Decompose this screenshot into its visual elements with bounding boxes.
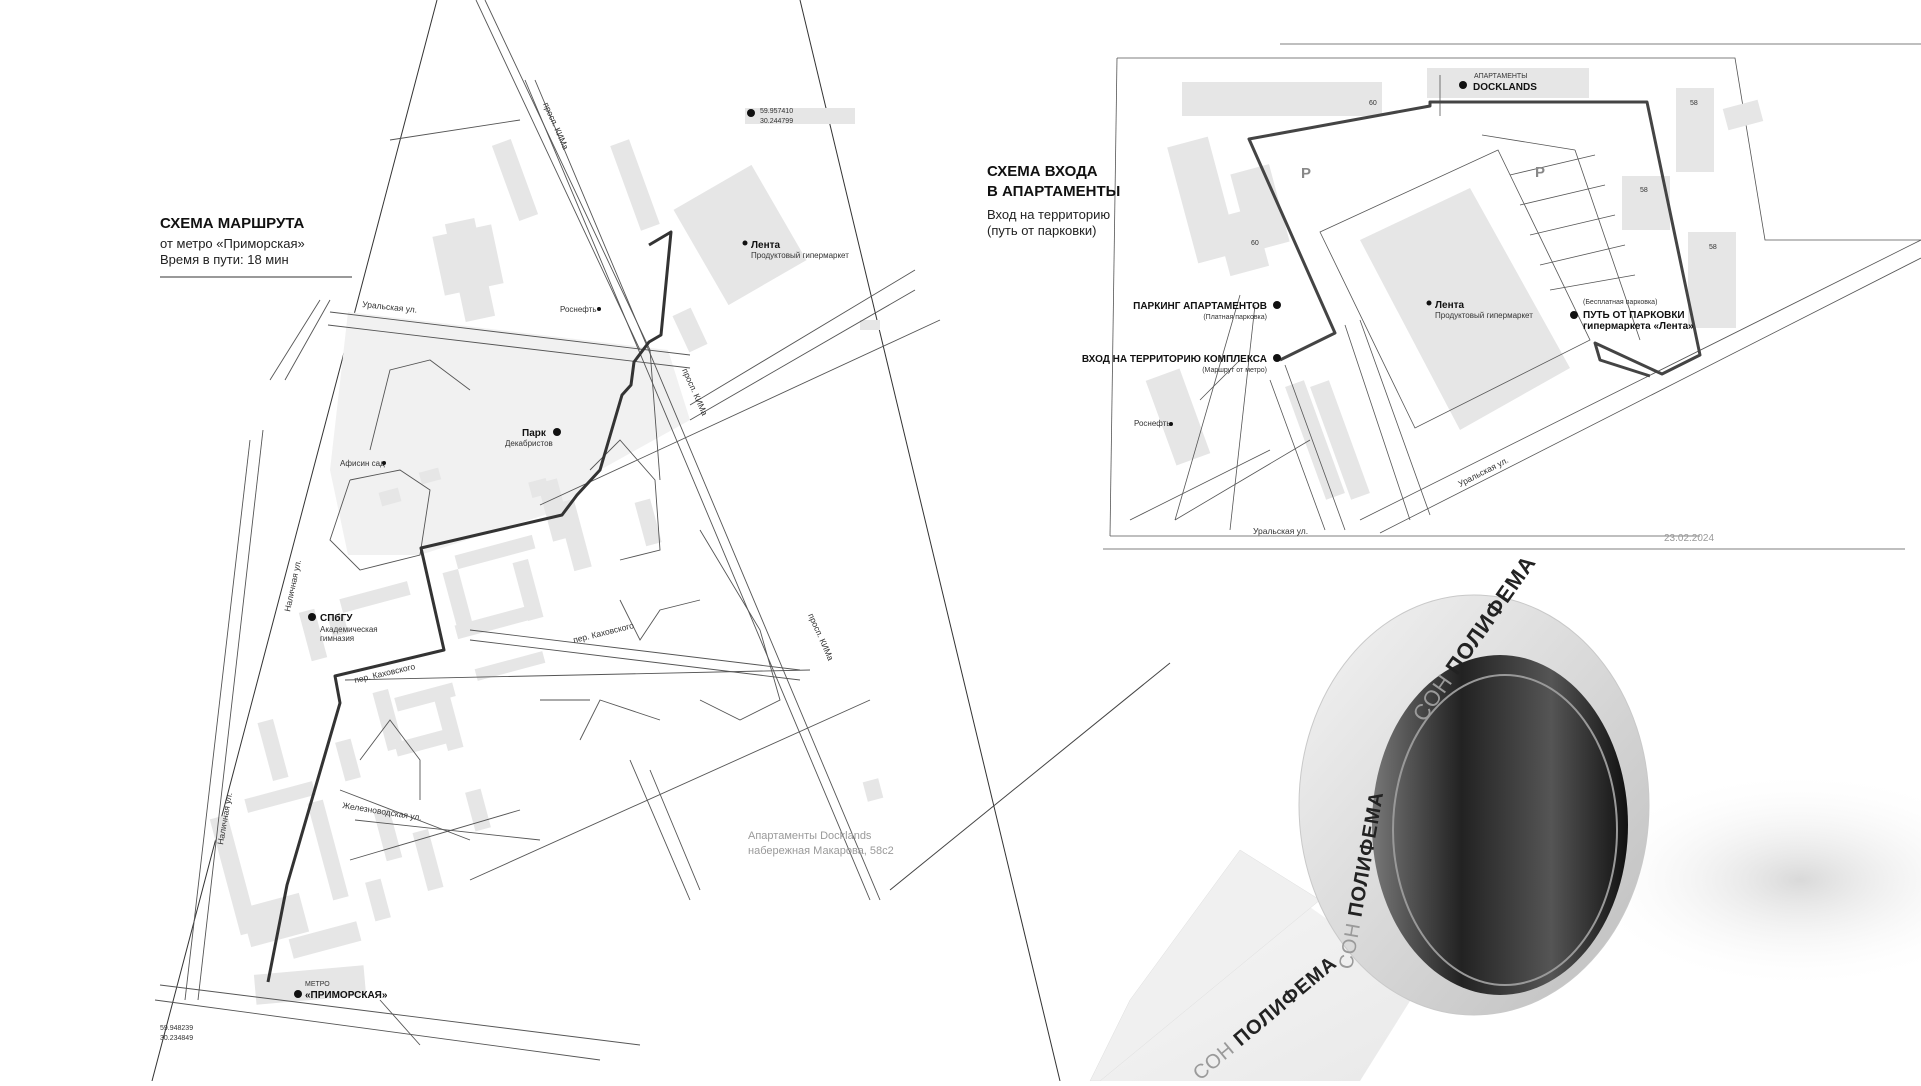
coords-top-marker [747,109,755,117]
coords-bottom-lon: 30.234849 [160,1035,193,1042]
map-date: 23.02.2024 [1664,533,1714,544]
right-buildings [1145,68,1764,500]
left-streets [154,0,941,1061]
path-title-1: ПУТЬ ОТ ПАРКОВКИ [1583,310,1685,321]
left-map-title: СХЕМА МАРШРУТА [160,215,305,232]
spbgu-desc-2: гимназия [320,634,354,643]
park-desc: Декабристов [505,439,553,448]
entrance-desc: (Маршрут от метро) [1202,367,1267,374]
spbgu-desc-1: Академическая [320,625,378,634]
left-sheet-edge-left [151,0,438,1082]
lenta-right-desc: Продуктовый гипермаркет [1435,311,1533,320]
parking-path-line [1247,100,1702,378]
park-marker [553,428,561,436]
left-map: СХЕМА МАРШРУТА от метро «Приморская» Вре… [150,0,1061,1082]
parking-apartments-marker [1273,301,1281,309]
street-uralskaya-diag: Уральская ул. [1456,455,1510,489]
metro-label: МЕТРО [305,981,330,988]
parking-sign-2: P [1535,164,1545,181]
left-sheet-edge-right [799,0,1061,1082]
metro-name: «ПРИМОРСКАЯ» [305,990,388,1001]
metro-marker [294,990,302,998]
right-map: СХЕМА ВХОДА В АПАРТАМЕНТЫ Вход на террит… [987,43,1921,550]
building-58-c: 58 [1709,244,1717,251]
entrance-name: ВХОД НА ТЕРРИТОРИЮ КОМПЛЕКСА [1082,354,1267,365]
lenta-right-marker [1426,300,1432,306]
coords-top-lat: 59.957410 [760,108,793,115]
park-name: Парк [522,428,547,439]
park-area [330,312,690,555]
left-map-subtitle-1: от метро «Приморская» [160,236,305,251]
lenta-desc: Продуктовый гипермаркет [751,251,849,260]
building-58-b: 58 [1640,187,1648,194]
rosneft-label: Роснефть [560,305,597,314]
path-title-2: гипермаркета «Лента» [1583,321,1694,332]
entrance-marker [1273,354,1281,362]
docklands-marker [1459,81,1467,89]
right-streets [1129,75,1921,534]
rosneft-marker [597,307,601,311]
tape-strip [1090,900,1420,1081]
lenta-marker [742,240,748,246]
building-58-a: 58 [1690,100,1698,107]
afisin-sad-label: Афисин сад [340,459,385,468]
left-buildings [209,108,884,1005]
spbgu-marker [308,613,316,621]
lenta-right-name: Лента [1435,300,1465,311]
apartments-label: АПАРТАМЕНТЫ [1474,73,1527,80]
free-parking-label: (Бесплатная парковка) [1583,299,1657,306]
tape-shadow [1580,770,1921,990]
right-map-frame [1117,57,1921,241]
street-uralskaya-bottom: Уральская ул. [1253,526,1308,536]
right-map-title-1: СХЕМА ВХОДА [987,163,1098,180]
coords-top-lon: 30.244799 [760,118,793,125]
right-map-title-2: В АПАРТАМЕНТЫ [987,183,1120,200]
coords-bottom-lat: 59.948239 [160,1025,193,1032]
building-60-left: 60 [1251,240,1259,247]
rosneft-right-label: Роснефть [1134,419,1171,428]
spbgu-name: СПбГУ [320,612,353,624]
path-start-marker [1570,311,1578,319]
parking-apartments-desc: (Платная парковка) [1203,314,1267,321]
right-map-subtitle-2: (путь от парковки) [987,223,1096,238]
right-map-subtitle-1: Вход на территорию [987,207,1110,222]
afisin-sad-marker [382,461,386,465]
address-line-2: набережная Макарова, 58с2 [748,845,894,857]
address-line-1: Апартаменты Docklands [748,830,872,842]
parking-apartments-name: ПАРКИНГ АПАРТАМЕНТОВ [1133,301,1267,312]
building-60-top: 60 [1369,100,1377,107]
docklands-name: DOCKLANDS [1473,82,1537,93]
lenta-name: Лента [751,240,781,251]
metro-route-line [266,230,673,983]
tape-roll-inner-edge [1392,674,1618,986]
fold-edge-line [889,662,1171,891]
tape-roll: СОНПОЛИФЕМА СОНПОЛИФЕМА СОНПОЛИФЕМА [889,550,1921,1085]
left-map-subtitle-2: Время в пути: 18 мин [160,252,289,267]
rosneft-right-marker [1169,422,1173,426]
tape-roll-inner [1372,655,1628,995]
parking-sign-1: P [1301,165,1311,182]
